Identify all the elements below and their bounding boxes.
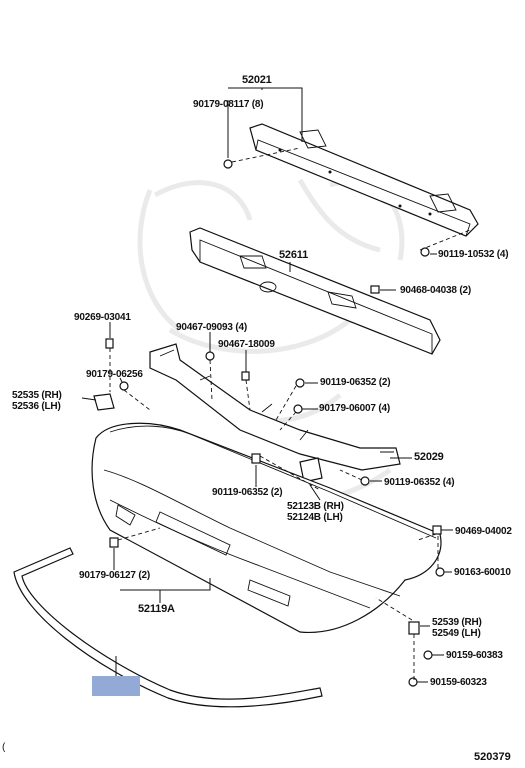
label-52611: 52611 (279, 249, 308, 261)
label-52539-rh: 52539 (RH) (432, 617, 482, 628)
label-52021: 52021 (242, 74, 272, 86)
label-52029: 52029 (414, 451, 444, 463)
bumper-bracket-52029 (149, 343, 401, 471)
label-90179-06256: 90179-06256 (86, 369, 143, 380)
bumper-molding-52119A (13, 547, 323, 708)
fasteners (105, 159, 445, 687)
label-90269-03041: 90269-03041 (74, 312, 131, 323)
label-90119-06352-c: 90119-06352 (2) (212, 487, 283, 498)
label-90159-60323: 90159-60323 (430, 677, 487, 688)
label-90179-06127: 90179-06127 (2) (79, 570, 150, 581)
label-90179-06007: 90179-06007 (4) (319, 403, 390, 414)
dashed-guide-lines (109, 147, 471, 680)
bumper-reinforcement-52021 (249, 123, 479, 237)
label-90469-04002: 90469-04002 (455, 526, 512, 537)
label-52536-lh: 52536 (LH) (12, 401, 61, 412)
side-bracket-52535 (93, 393, 323, 483)
label-90159-60383: 90159-60383 (446, 650, 503, 661)
label-90468-04038: 90468-04038 (2) (400, 285, 471, 296)
label-52535-rh: 52535 (RH) (12, 390, 62, 401)
label-52119a: 52119A (138, 603, 175, 615)
figure-number: 520379 (474, 751, 511, 763)
bumper-cover (91, 422, 442, 634)
label-52549-lh: 52549 (LH) (432, 628, 481, 639)
label-52123b-rh: 52123B (RH) (287, 501, 344, 512)
label-90467-09093: 90467-09093 (4) (176, 322, 247, 333)
label-90467-18009: 90467-18009 (218, 339, 275, 350)
corner-mark: ( (2, 742, 6, 753)
redacted-label-box (92, 676, 140, 696)
label-90179-08117: 90179-08117 (8) (193, 99, 264, 110)
label-90119-06352-a: 90119-06352 (2) (320, 377, 391, 388)
label-90163-60010: 90163-60010 (454, 567, 511, 578)
bumper-absorber-52611 (189, 227, 441, 355)
leader-lines (81, 87, 453, 683)
label-90119-06352-b: 90119-06352 (4) (384, 477, 455, 488)
label-52124b-lh: 52124B (LH) (287, 512, 343, 523)
label-90119-10532: 90119-10532 (4) (438, 249, 509, 260)
